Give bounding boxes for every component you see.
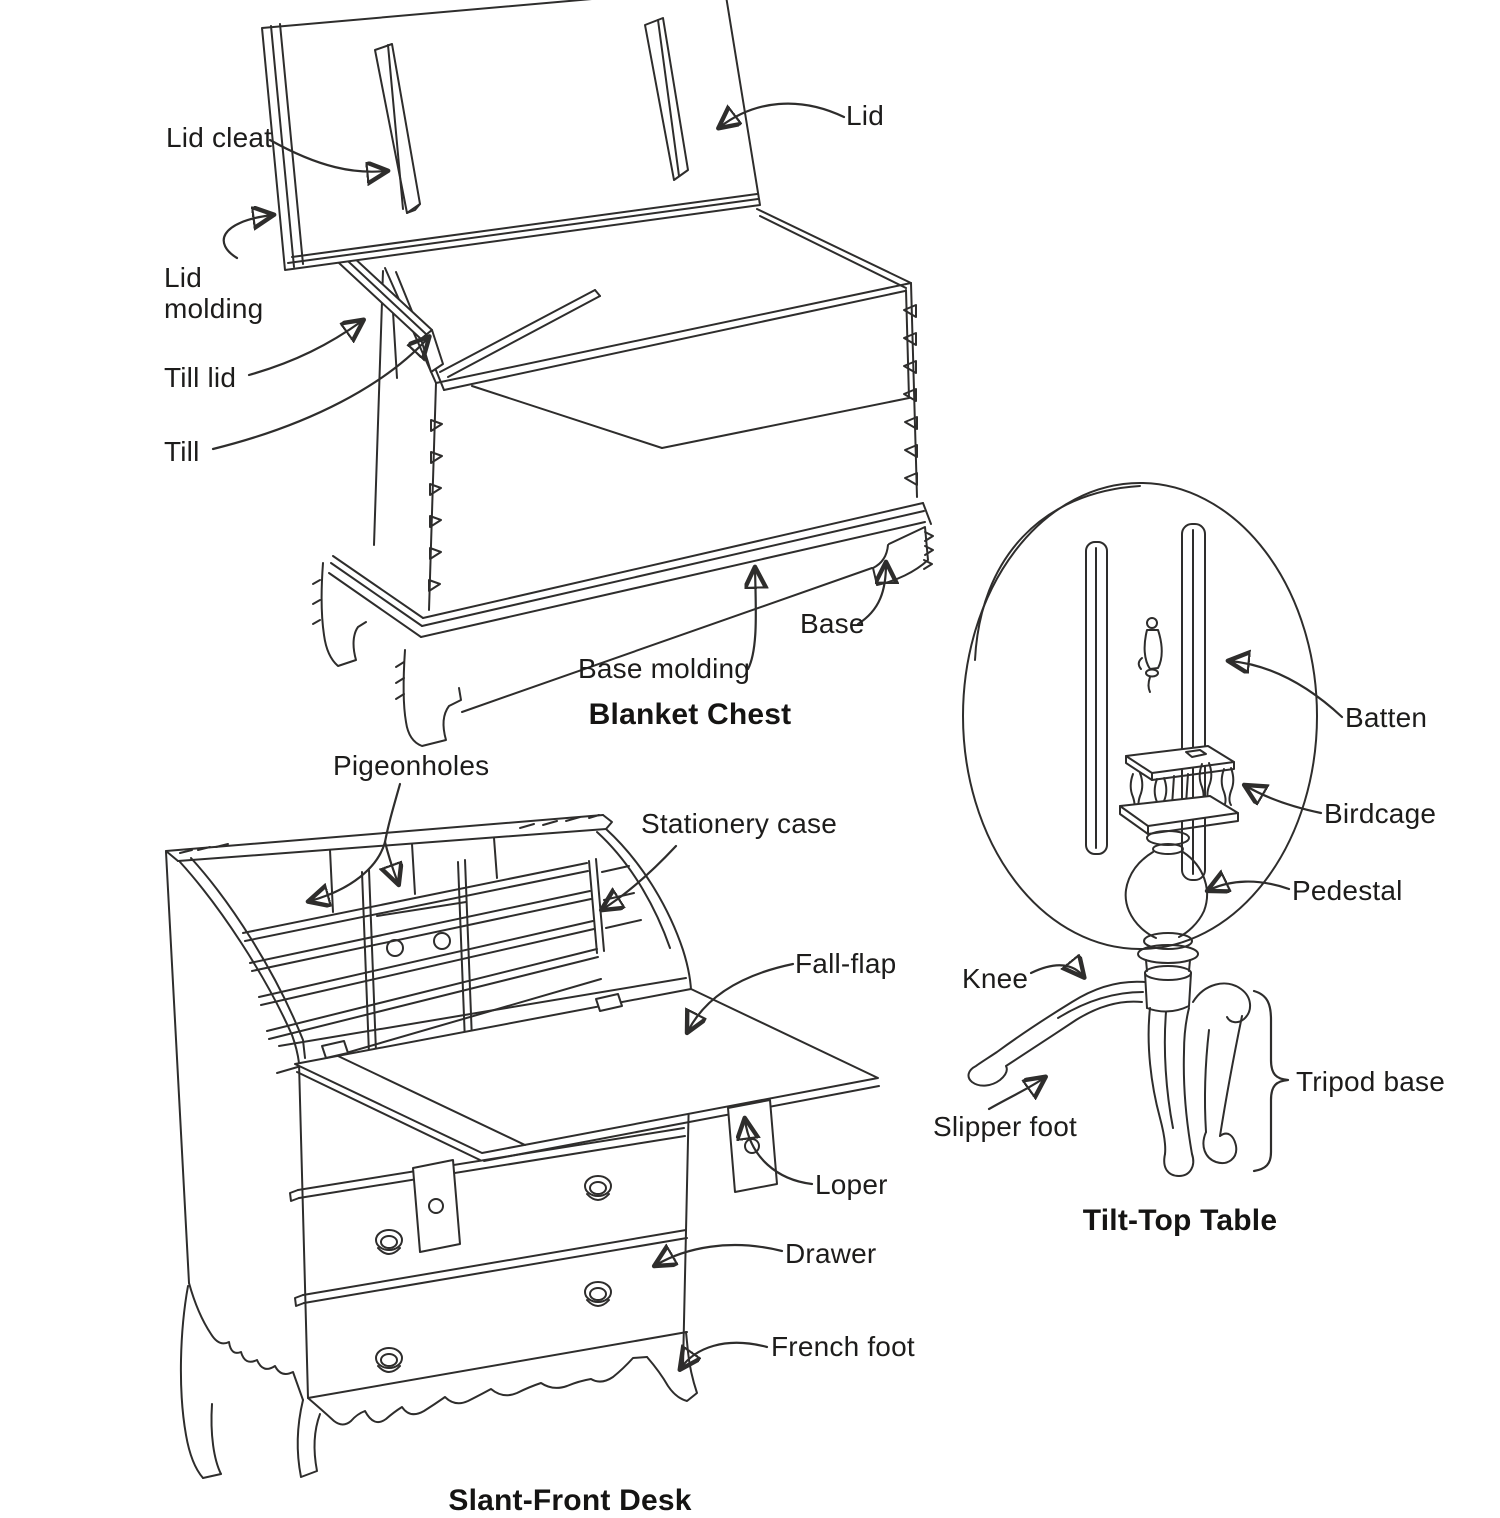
label-pedestal: Pedestal [1292,875,1403,906]
slant-front-desk-drawing [165,814,880,1479]
label-knee: Knee [962,963,1029,994]
label-tripod-base: Tripod base [1296,1066,1446,1097]
label-birdcage: Birdcage [1324,798,1437,829]
lid-cleat-arrow [268,138,386,172]
label-drawer: Drawer [785,1238,877,1269]
title-tilt-top-table: Tilt-Top Table [1082,1204,1278,1237]
label-base: Base [800,608,865,639]
pedestal-arrow [1209,882,1291,890]
stationery-case-arrow [603,844,678,909]
label-french-foot: French foot [771,1331,915,1362]
tilt-top-table-drawing [962,482,1318,1177]
loper-arrow [745,1120,814,1186]
pigeonholes-arrow-right [385,840,398,883]
label-loper: Loper [815,1169,888,1200]
till-arrow [211,338,428,451]
till-lid-arrow [247,321,362,377]
base-arrow [856,564,886,626]
title-slant-front-desk: Slant-Front Desk [448,1484,692,1517]
label-slipper-foot: Slipper foot [933,1111,1078,1142]
batten-arrow [1230,661,1344,719]
slipper-foot-arrow [987,1078,1044,1111]
tripod-base-brace [1252,989,1290,1173]
label-stationery-case: Stationery case [641,808,837,839]
title-blanket-chest: Blanket Chest [588,698,792,731]
fall-flap-arrow [688,962,795,1031]
label-fall-flap: Fall-flap [795,948,897,979]
drawer-arrow [656,1245,784,1265]
lid-molding-arrow [222,215,272,260]
leader-arrows [211,102,1344,1368]
pigeonholes-arrow-stem [383,782,402,844]
knee-arrow [1029,965,1083,976]
label-till: Till [164,436,200,467]
label-till-lid: Till lid [164,362,237,393]
base-molding-arrow [748,569,756,671]
label-lid-molding: Lid molding [164,262,264,325]
french-foot-arrow [681,1341,769,1368]
blanket-chest-drawing [261,0,934,747]
lid-arrow [720,102,846,127]
label-lid-cleat: Lid cleat [166,122,273,153]
label-pigeonholes: Pigeonholes [333,750,490,781]
label-lid: Lid [846,100,884,131]
drawer-pulls [375,1175,612,1373]
pigeonholes-arrow-left [310,840,387,901]
birdcage-arrow [1246,786,1323,815]
label-base-molding: Base molding [578,653,751,684]
label-batten: Batten [1345,702,1428,733]
